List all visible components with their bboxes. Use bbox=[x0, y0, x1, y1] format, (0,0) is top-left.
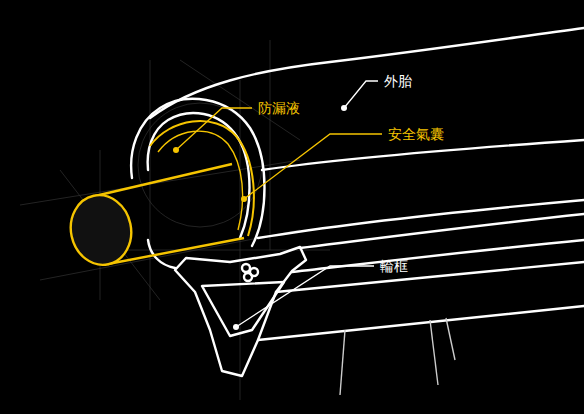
part-label: 輪框 bbox=[380, 257, 408, 275]
part-label: 安全氣囊 bbox=[388, 125, 444, 143]
spokes bbox=[340, 318, 455, 395]
tire-outline bbox=[131, 28, 584, 268]
sketch-grid bbox=[20, 40, 330, 400]
part-label: 外胎 bbox=[384, 72, 412, 90]
airbag-tube bbox=[64, 121, 253, 270]
leader-lines bbox=[176, 81, 382, 327]
part-label: 防漏液 bbox=[258, 99, 300, 117]
leader-dots bbox=[173, 105, 347, 330]
